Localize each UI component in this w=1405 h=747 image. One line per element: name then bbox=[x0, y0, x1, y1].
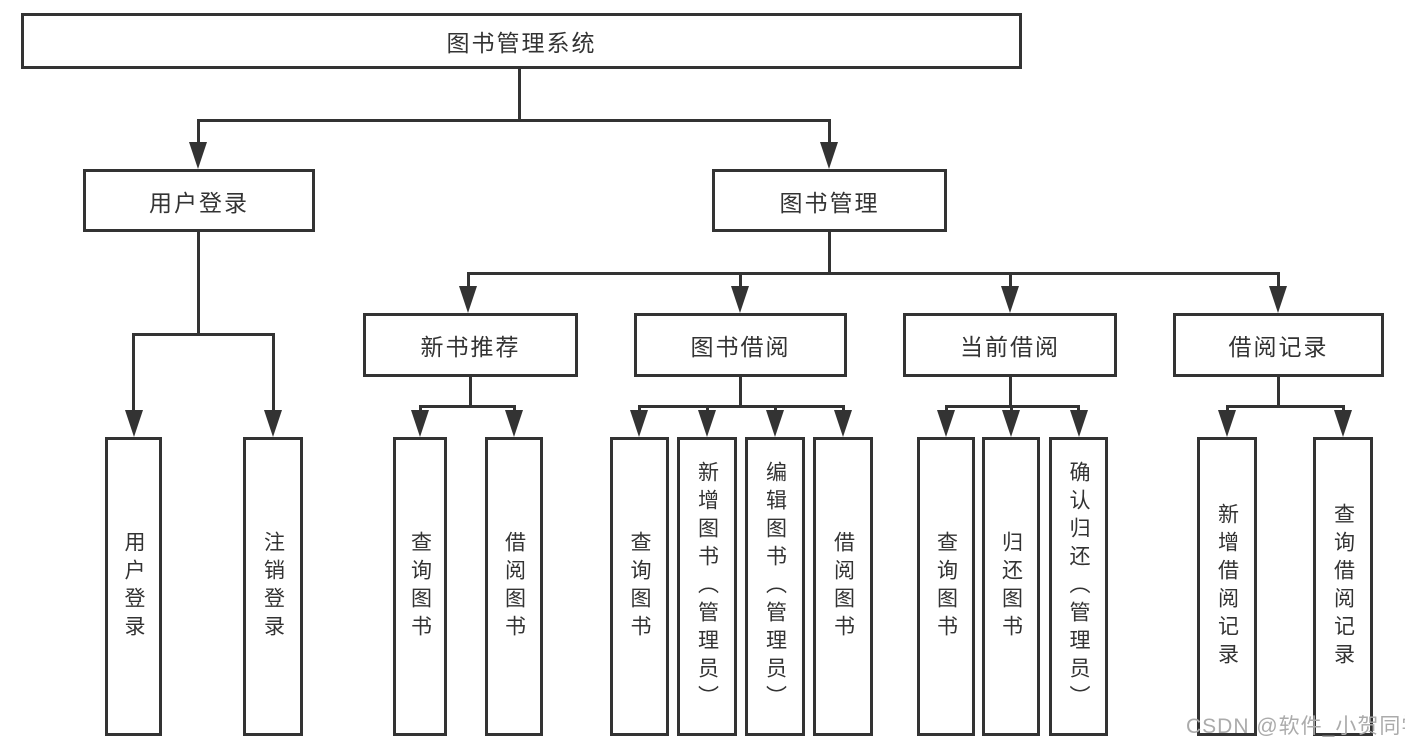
node-leaf-user-login: 用户登录 bbox=[105, 437, 162, 736]
connector-hline bbox=[132, 332, 275, 336]
connector-vline bbox=[738, 377, 742, 408]
connector-vline bbox=[1008, 273, 1012, 289]
arrow-down-icon bbox=[124, 410, 143, 437]
node-current-borrow: 当前借阅 bbox=[903, 313, 1117, 377]
arrow-down-icon bbox=[937, 410, 955, 437]
connector-hline bbox=[637, 404, 845, 408]
connector-vline bbox=[827, 232, 831, 275]
arrow-down-icon bbox=[1002, 410, 1020, 437]
arrow-down-icon bbox=[459, 286, 477, 313]
node-leaf-add-borrow-record: 新增借阅记录 bbox=[1197, 437, 1257, 736]
arrow-down-icon bbox=[505, 410, 523, 437]
arrow-down-icon bbox=[630, 410, 648, 437]
csdn-watermark: CSDN @软件_小贺同学 bbox=[1186, 715, 1405, 738]
node-borrow-records: 借阅记录 bbox=[1173, 313, 1384, 377]
node-leaf-borrow-books-1: 借阅图书 bbox=[485, 437, 543, 736]
node-library-management-system: 图书管理系统 bbox=[21, 13, 1022, 69]
arrow-down-icon bbox=[1069, 410, 1088, 437]
connector-vline bbox=[738, 273, 742, 289]
connector-hline bbox=[1225, 404, 1345, 408]
node-leaf-query-books-2: 查询图书 bbox=[610, 437, 669, 736]
node-leaf-query-books-1: 查询图书 bbox=[393, 437, 447, 736]
connector-vline bbox=[1276, 273, 1280, 289]
connector-vline bbox=[132, 334, 135, 413]
arrow-down-icon bbox=[766, 410, 784, 437]
node-leaf-borrow-books-2: 借阅图书 bbox=[813, 437, 873, 736]
connector-hline bbox=[418, 404, 516, 408]
node-leaf-add-book-admin: 新增图书（管理员） bbox=[677, 437, 737, 736]
connector-vline bbox=[517, 69, 521, 120]
arrow-down-icon bbox=[1218, 410, 1236, 437]
node-book-borrow: 图书借阅 bbox=[634, 313, 847, 377]
arrow-down-icon bbox=[834, 410, 852, 437]
arrow-down-icon bbox=[698, 410, 716, 437]
connector-vline bbox=[196, 120, 200, 146]
arrow-down-icon bbox=[1334, 410, 1352, 437]
connector-vline bbox=[271, 334, 275, 413]
node-leaf-confirm-return-admin: 确认归还（管理员） bbox=[1049, 437, 1108, 736]
connector-vline bbox=[196, 232, 200, 334]
connector-vline bbox=[469, 377, 472, 408]
node-leaf-return-book: 归还图书 bbox=[982, 437, 1040, 736]
node-leaf-query-borrow-record: 查询借阅记录 bbox=[1313, 437, 1373, 736]
node-user-login: 用户登录 bbox=[83, 169, 315, 232]
connector-hline bbox=[466, 271, 1280, 275]
arrow-down-icon bbox=[1001, 286, 1019, 313]
node-leaf-edit-book-admin: 编辑图书（管理员） bbox=[745, 437, 805, 736]
node-book-management: 图书管理 bbox=[712, 169, 947, 232]
connector-vline bbox=[1008, 377, 1012, 408]
arrow-down-icon bbox=[731, 286, 749, 313]
arrow-down-icon bbox=[189, 142, 207, 169]
connector-hline bbox=[196, 118, 831, 122]
connector-vline bbox=[827, 120, 831, 146]
node-new-book-recommend: 新书推荐 bbox=[363, 313, 578, 377]
connector-vline bbox=[466, 273, 470, 289]
node-leaf-query-books-3: 查询图书 bbox=[917, 437, 975, 736]
connector-vline bbox=[1276, 377, 1280, 408]
arrow-down-icon bbox=[1269, 286, 1287, 313]
arrow-down-icon bbox=[264, 410, 282, 437]
node-leaf-logout: 注销登录 bbox=[243, 437, 303, 736]
arrow-down-icon bbox=[411, 410, 429, 437]
arrow-down-icon bbox=[820, 142, 838, 169]
